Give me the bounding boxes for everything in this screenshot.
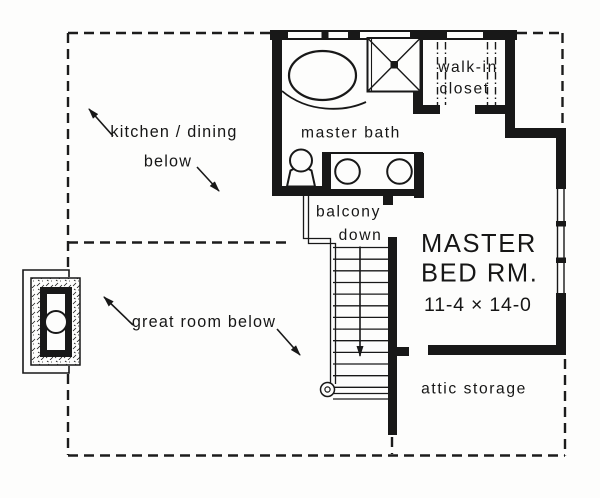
kitchen-dining-label-line2: below [144,153,192,171]
bedroom-door-jamb-stub [383,196,393,205]
label-leader-arrows [88,108,301,356]
closet-right-wall [505,30,515,138]
kitchen-leader-arrow [88,108,114,137]
bedroom-bottom-wall [428,345,566,355]
bath-left-wall [272,30,282,196]
attic-storage-label: attic storage [421,381,527,398]
right-window-1 [556,189,565,221]
stair-right-wall [388,237,397,435]
right-window-2 [556,226,565,258]
vanity-sink-right [386,158,413,185]
shower-drain [390,61,398,69]
master-bath-fixtures [281,37,424,198]
open-to-below-dashed-boundary [66,31,567,457]
closet-bottom-wall-left [413,105,440,114]
closet-bottom-wall-right [475,105,515,114]
window-over-tub [288,32,348,38]
closet-rod-lines [436,42,497,105]
toilet-icon [285,148,317,188]
vanity-sink-left [334,158,361,185]
vanity-right-cap-wall [414,153,424,198]
bathtub-icon [287,49,358,102]
right-exterior-wall-lower [556,293,566,355]
master-bedroom-label: MASTER [421,230,537,258]
right-exterior-wall-upper [556,128,566,189]
right-wall-windows [556,189,565,293]
tub-platform-curve [281,90,367,110]
balcony-label: balcony [316,204,381,221]
great-room-label: great room below [132,313,276,331]
shower-icon [366,37,422,93]
right-window-3 [556,263,565,293]
vanity-icon [322,152,424,198]
walk-in-closet-label: walk-in [437,59,498,76]
great-room-leader-arrow-2 [276,328,301,356]
walk-in-closet-label-line2: closet [439,81,489,98]
master-bedroom-label-line2: BED RM. [421,260,538,288]
railing-newel-center [324,386,331,393]
vanity-left-cap [323,153,331,190]
right-window-mullion-1 [556,221,566,227]
great-room-leader-arrow [103,296,134,326]
stair-wall-stub [397,347,409,356]
master-bath-label: master bath [301,125,401,142]
window-over-shower [360,32,410,38]
kitchen-dining-label: kitchen / dining [110,123,237,141]
dashed-top-right-notch [517,31,564,132]
master-bedroom-dimensions: 11-4 × 14-0 [424,294,532,316]
window-mullion-top [321,30,329,40]
kitchen-leader-arrow-2 [196,166,220,192]
fireplace [22,269,81,374]
toilet-tank [289,148,313,173]
bedroom-top-wall [505,128,566,138]
window-over-closet [447,32,483,38]
room-labels: kitchen / dining below great room below … [110,59,538,398]
right-window-mullion-2 [556,257,566,263]
balcony-down-label: down [339,227,383,244]
fireplace-flue-circle [44,310,68,334]
staircase [302,196,388,400]
balcony-stair-railing [302,196,337,385]
